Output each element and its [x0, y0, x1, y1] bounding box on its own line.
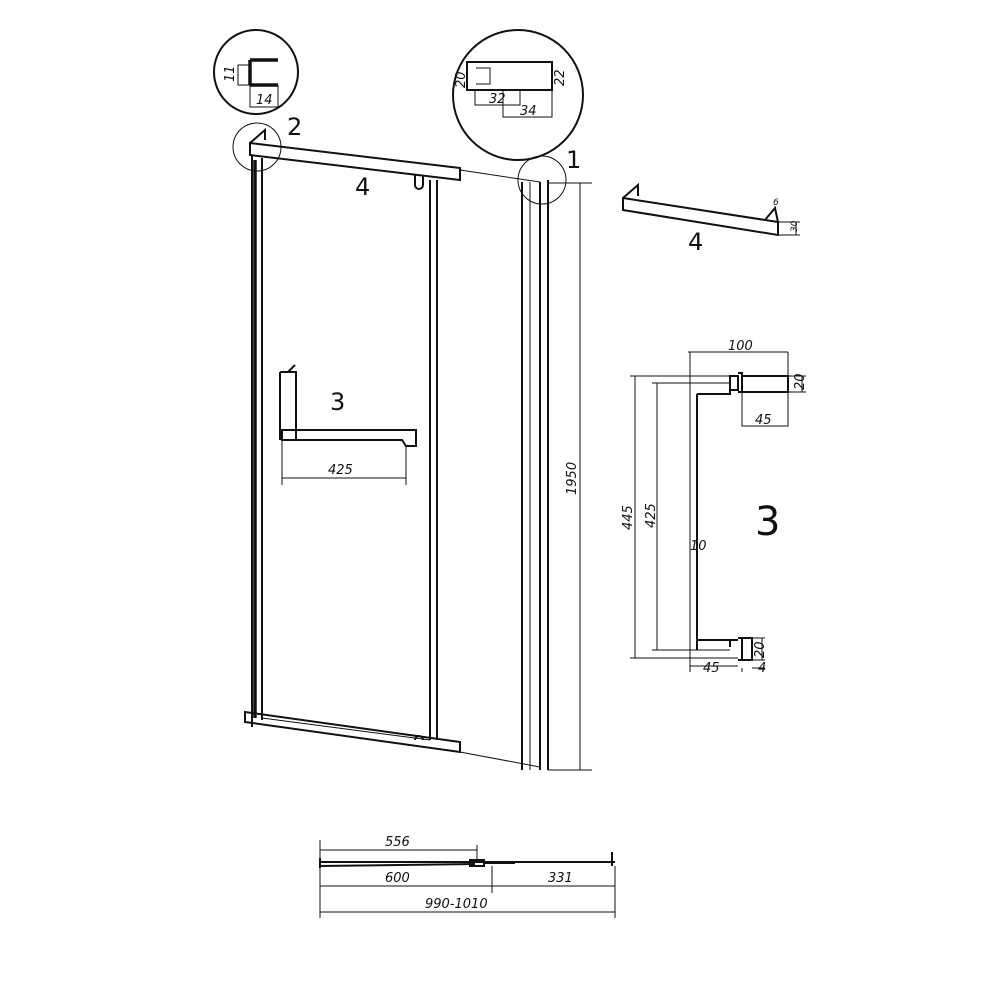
handle-bottom-height: 20: [753, 641, 768, 658]
plan-door-opening: 556: [385, 835, 410, 850]
part-4-detail: 6 30 4: [622, 182, 800, 256]
detail1-right-height: 22: [553, 69, 568, 86]
handle-mount-height-top: 20: [793, 373, 808, 390]
detail-2-callout: 11 14: [213, 29, 299, 115]
handle-overall-length: 445: [621, 505, 636, 530]
handle-length-dim: 425: [328, 463, 353, 478]
callout-3: 3: [330, 388, 345, 416]
handle-gap: 4: [758, 661, 766, 676]
handle-bar-thickness: 10: [690, 539, 707, 554]
door-assembly: 425 1950: [232, 122, 592, 771]
handle-detail-label: 3: [755, 499, 780, 545]
handle-bottom-depth: 45: [703, 661, 720, 676]
detail1-inner-width: 32: [489, 92, 506, 107]
callout-2: 2: [287, 113, 302, 141]
detail1-left-height: 20: [454, 71, 469, 88]
detail2-width: 14: [256, 93, 273, 108]
plan-door-width: 600: [385, 871, 410, 886]
plan-fixed-panel: 331: [548, 871, 573, 886]
door-height-dim: 1950: [565, 462, 580, 495]
plan-view: 556 600 331 990-1010: [319, 835, 616, 918]
handle-mount-depth: 45: [755, 413, 772, 428]
detail1-outer-width: 34: [520, 104, 537, 119]
part4-height: 30: [790, 220, 800, 232]
handle-top-width: 100: [728, 339, 753, 354]
detail-1-callout: 20 22 32 34: [452, 29, 584, 161]
detail2-height: 11: [223, 65, 238, 82]
plan-total-width: 990-1010: [425, 897, 488, 912]
handle-grip-length: 425: [644, 503, 659, 528]
handle-detail: 100 20 45 445 425 10 20 45 4 3: [621, 339, 808, 676]
callout-1: 1: [566, 146, 581, 174]
callout-4: 4: [355, 173, 370, 201]
part4-label: 4: [688, 228, 703, 256]
part4-angle: 6: [773, 198, 779, 208]
